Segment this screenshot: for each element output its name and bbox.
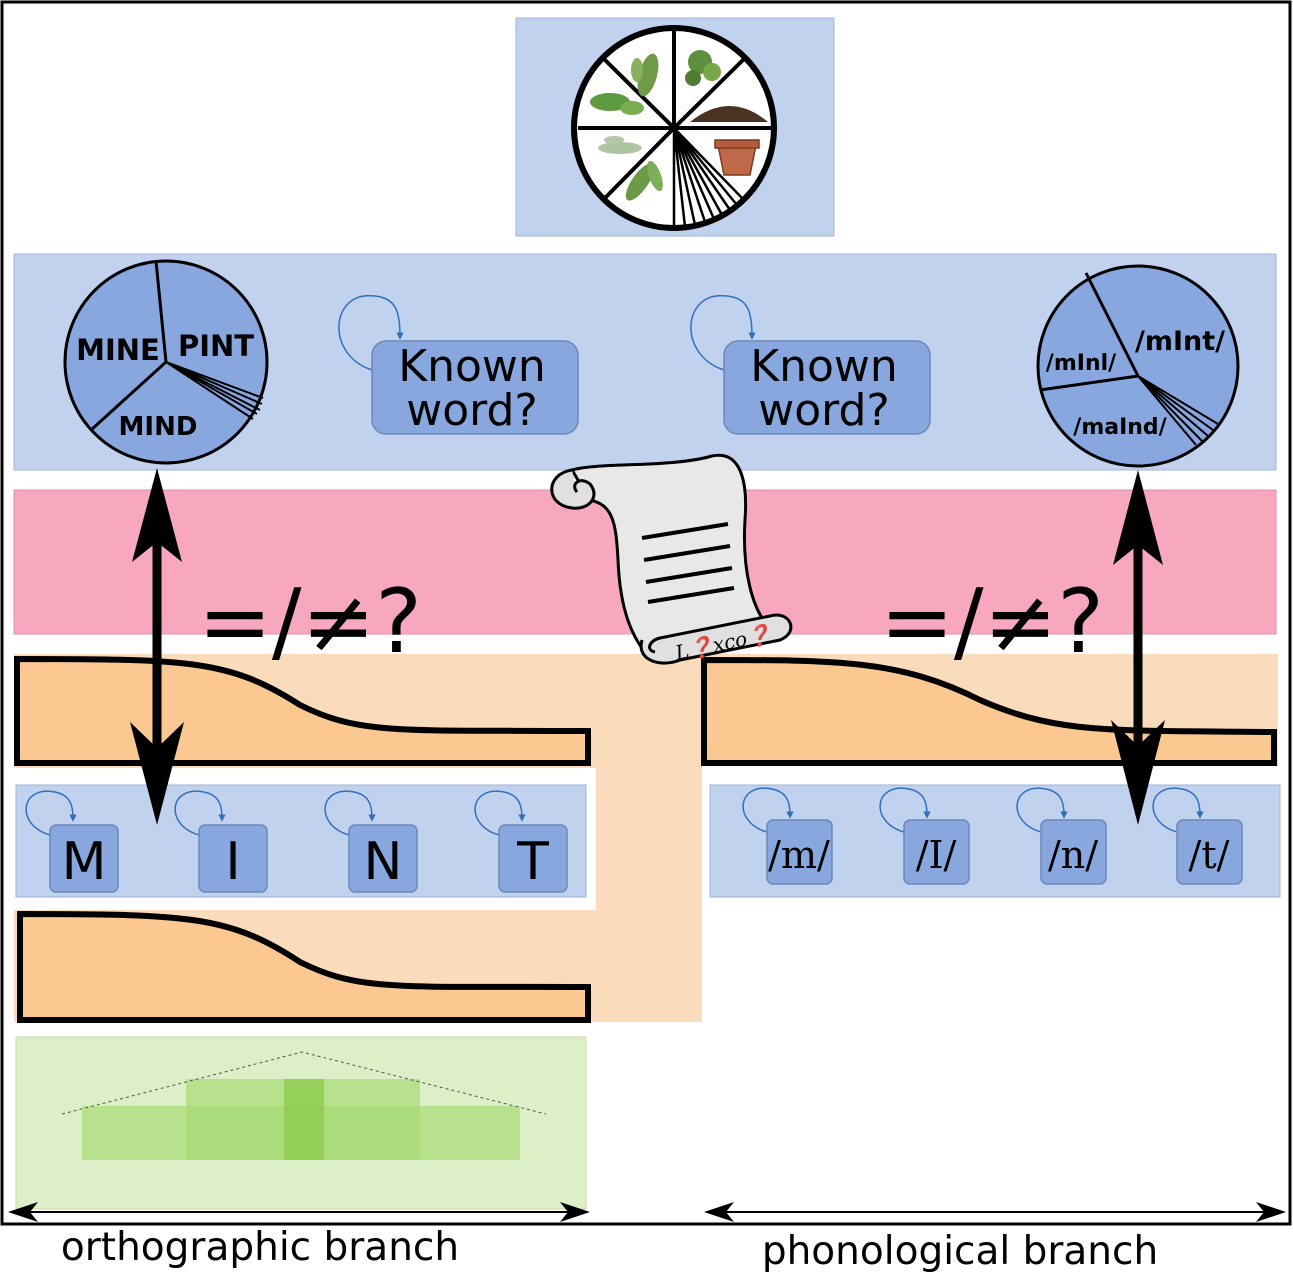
double-headed-arrow-icon (1111, 470, 1165, 825)
phonological-branch-arrow (704, 1202, 1286, 1222)
letter-N: N (364, 832, 403, 892)
phoneme-unit: /I/ (879, 787, 970, 885)
letter-unit: T (474, 790, 568, 893)
phonological-candidate-2: /mInt/ (1135, 326, 1225, 357)
phoneme-unit: /t/ (1152, 787, 1243, 885)
self-loop-arrow-icon (690, 295, 756, 371)
known-word-line-1: Known (750, 341, 898, 392)
phonological-known-word-node: Known word? (690, 295, 931, 436)
phoneme-units: /m/ /I/ /n/ /t/ (742, 787, 1243, 885)
phoneme-I: /I/ (916, 833, 957, 877)
letter-M: M (62, 832, 107, 892)
letter-unit: I (174, 790, 268, 893)
orthographic-compare-label: =/≠? (198, 570, 422, 673)
self-loop-arrow-icon (338, 295, 404, 371)
self-loop-arrow-icon (324, 790, 376, 836)
orthographic-buffer-bottom (17, 910, 591, 1023)
phonological-candidate-3: /maInd/ (1073, 415, 1167, 440)
known-word-line-1: Known (398, 341, 546, 392)
self-loop-arrow-icon (879, 787, 931, 833)
orthographic-branch-arrow (8, 1202, 590, 1222)
letter-unit: N (324, 790, 418, 893)
letter-units: M I N T (25, 790, 568, 893)
known-word-line-2: word? (406, 385, 538, 436)
orthographic-candidate-2: PINT (178, 329, 254, 363)
letter-I: I (225, 832, 240, 892)
phonological-compare-label: =/≠? (880, 570, 1104, 673)
phoneme-t: /t/ (1189, 833, 1230, 877)
phonological-candidate-1: /mInl/ (1046, 351, 1117, 376)
orthographic-candidate-3: MIND (119, 412, 198, 442)
self-loop-arrow-icon (25, 790, 77, 836)
visual-attention-panel (15, 1036, 587, 1210)
letter-unit: M (25, 790, 119, 893)
self-loop-arrow-icon (474, 790, 526, 836)
phoneme-m: /m/ (768, 833, 830, 877)
orthographic-branch-label: orthographic branch (61, 1225, 459, 1270)
plant-wheel-icon (571, 25, 777, 231)
semantic-panel (515, 17, 835, 237)
phoneme-unit: /n/ (1016, 787, 1107, 885)
phonological-branch-label: phonological branch (762, 1229, 1158, 1273)
letter-T: T (516, 832, 549, 892)
phoneme-n: /n/ (1048, 833, 1098, 877)
self-loop-arrow-icon (1016, 787, 1068, 833)
phonological-buffer (701, 656, 1277, 766)
phonological-candidate-wheel: /mInl/ /mInt/ /maInd/ (1036, 264, 1240, 468)
orthographic-candidate-wheel: MINE PINT MIND (63, 259, 269, 465)
known-word-line-2: word? (758, 385, 890, 436)
orthographic-candidate-1: MINE (76, 333, 160, 367)
self-loop-arrow-icon (1152, 787, 1204, 833)
orthographic-known-word-node: Known word? (338, 295, 579, 436)
self-loop-arrow-icon (174, 790, 226, 836)
self-loop-arrow-icon (742, 787, 794, 833)
double-headed-arrow-icon (130, 468, 184, 825)
phoneme-unit: /m/ (742, 787, 833, 885)
